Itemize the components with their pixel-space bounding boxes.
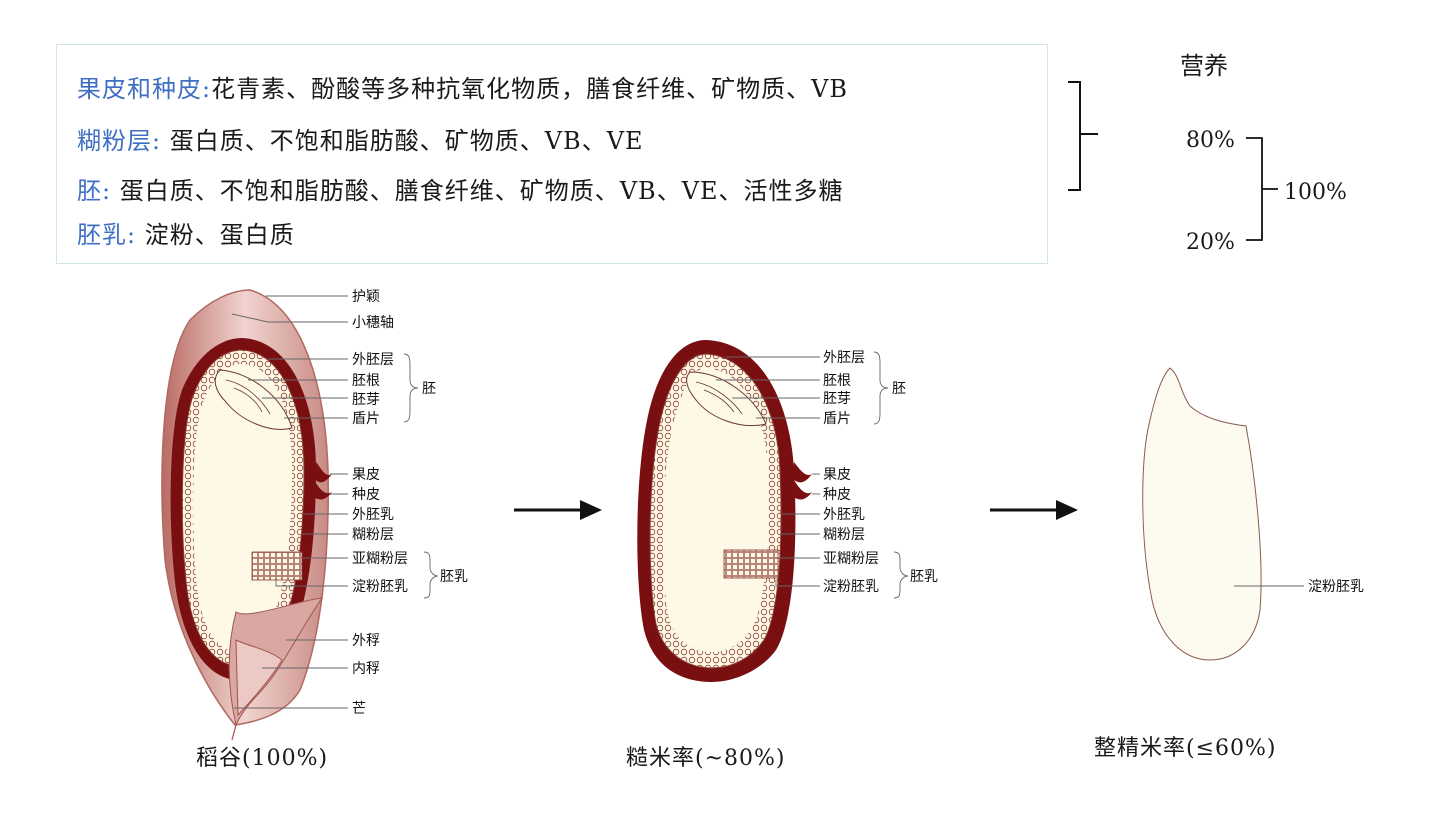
- nutrition-text: 花青素、酚酸等多种抗氧化物质，膳食纤维、矿物质、VB: [211, 75, 849, 103]
- paddy-label-pericarp: 果皮: [352, 467, 380, 483]
- paddy-caption: 稻谷(100%): [196, 746, 329, 771]
- nutrition-row-endosperm: 胚乳: 淀粉、蛋白质: [77, 215, 295, 250]
- nutrition-separator: :: [152, 127, 162, 155]
- arrow-paddy-to-brown: [514, 500, 602, 520]
- brown-endosperm: [662, 368, 769, 652]
- milled-label-starchy-endosperm: 淀粉胚乳: [1308, 579, 1364, 595]
- brown-label-outer-embryo: 外胚层: [823, 350, 865, 366]
- nutrition-text: 蛋白质、不饱和脂肪酸、矿物质、VB、VE: [161, 127, 644, 155]
- brown-label-scutellum: 盾片: [823, 411, 851, 427]
- milled-rice-grain: 淀粉胚乳: [1142, 367, 1364, 661]
- paddy-sub-aleurone: [251, 551, 303, 581]
- endosperm-percent: 20%: [1186, 230, 1235, 255]
- paddy-label-rachilla: 小穗轴: [352, 315, 394, 331]
- paddy-grain: [161, 289, 332, 741]
- outer-layer-percent: 80%: [1186, 128, 1235, 153]
- nutrition-row-aleurone: 糊粉层: 蛋白质、不饱和脂肪酸、矿物质、VB、VE: [77, 121, 644, 156]
- brown-label-starchy-endosperm: 淀粉胚乳: [823, 579, 879, 595]
- paddy-label-seed-coat: 种皮: [352, 487, 380, 503]
- nutrition-heading: 营养: [1180, 52, 1228, 80]
- nutrition-label: 胚: [77, 177, 102, 205]
- brown-label-seed-coat: 种皮: [823, 487, 851, 503]
- paddy-brackets: [403, 353, 439, 599]
- paddy-label-outer-endosperm: 外胚乳: [352, 507, 394, 523]
- paddy-label-hull: 护颖: [352, 289, 380, 305]
- nutrition-bracket: [1068, 81, 1098, 191]
- paddy-label-lemma: 外稃: [352, 633, 380, 649]
- paddy-label-scutellum: 盾片: [352, 411, 380, 427]
- total-percent: 100%: [1284, 180, 1347, 205]
- paddy-label-endosperm: 胚乳: [440, 569, 468, 585]
- paddy-label-embryo: 胚: [422, 381, 436, 397]
- arrow-brown-to-milled: [990, 500, 1078, 520]
- paddy-label-outer-embryo: 外胚层: [352, 352, 394, 368]
- nutrition-box: 果皮和种皮:花青素、酚酸等多种抗氧化物质，膳食纤维、矿物质、VB 糊粉层: 蛋白…: [56, 44, 1048, 264]
- brown-label-endosperm: 胚乳: [910, 569, 938, 585]
- paddy-label-plumule: 胚芽: [352, 392, 380, 408]
- paddy-label-radicle: 胚根: [352, 373, 380, 389]
- paddy-label-starchy-endosperm: 淀粉胚乳: [352, 579, 408, 595]
- nutrition-label: 胚乳: [77, 221, 127, 249]
- brown-label-pericarp: 果皮: [823, 467, 851, 483]
- brown-rice-grain: [637, 340, 812, 682]
- paddy-label-sub-aleurone: 亚糊粉层: [352, 551, 408, 567]
- nutrition-separator: :: [102, 177, 112, 205]
- nutrition-label: 果皮和种皮: [77, 75, 202, 103]
- paddy-label-aleurone: 糊粉层: [352, 527, 394, 543]
- milled-rice-caption: 整精米率(≤60%): [1094, 736, 1277, 761]
- brown-label-sub-aleurone: 亚糊粉层: [823, 551, 879, 567]
- paddy-label-awn: 芒: [352, 701, 366, 717]
- brown-rice-caption: 糙米率(~80%): [626, 746, 786, 771]
- nutrition-text: 蛋白质、不饱和脂肪酸、膳食纤维、矿物质、VB、VE、活性多糖: [111, 177, 844, 205]
- milled-endosperm: [1142, 367, 1262, 661]
- brown-label-aleurone: 糊粉层: [823, 527, 865, 543]
- brown-sub-aleurone: [723, 549, 779, 579]
- brown-brackets: [873, 351, 909, 599]
- nutrition-separator: :: [202, 75, 212, 103]
- nutrition-text: 淀粉、蛋白质: [136, 221, 295, 249]
- brown-leaders: [716, 356, 820, 587]
- paddy-embryo: [214, 369, 293, 430]
- brown-label-plumule: 胚芽: [823, 391, 851, 407]
- percent-bracket: [1246, 137, 1278, 241]
- paddy-label-palea: 内稃: [352, 661, 380, 677]
- brown-label-embryo: 胚: [892, 381, 906, 397]
- nutrition-separator: :: [127, 221, 137, 249]
- paddy-leaders: [231, 295, 348, 709]
- paddy-palea: [235, 639, 283, 717]
- nutrition-row-bran: 果皮和种皮:花青素、酚酸等多种抗氧化物质，膳食纤维、矿物质、VB: [77, 69, 848, 104]
- nutrition-label: 糊粉层: [77, 127, 152, 155]
- brown-label-radicle: 胚根: [823, 373, 851, 389]
- brown-label-outer-endosperm: 外胚乳: [823, 507, 865, 523]
- nutrition-row-embryo: 胚: 蛋白质、不饱和脂肪酸、膳食纤维、矿物质、VB、VE、活性多糖: [77, 171, 844, 206]
